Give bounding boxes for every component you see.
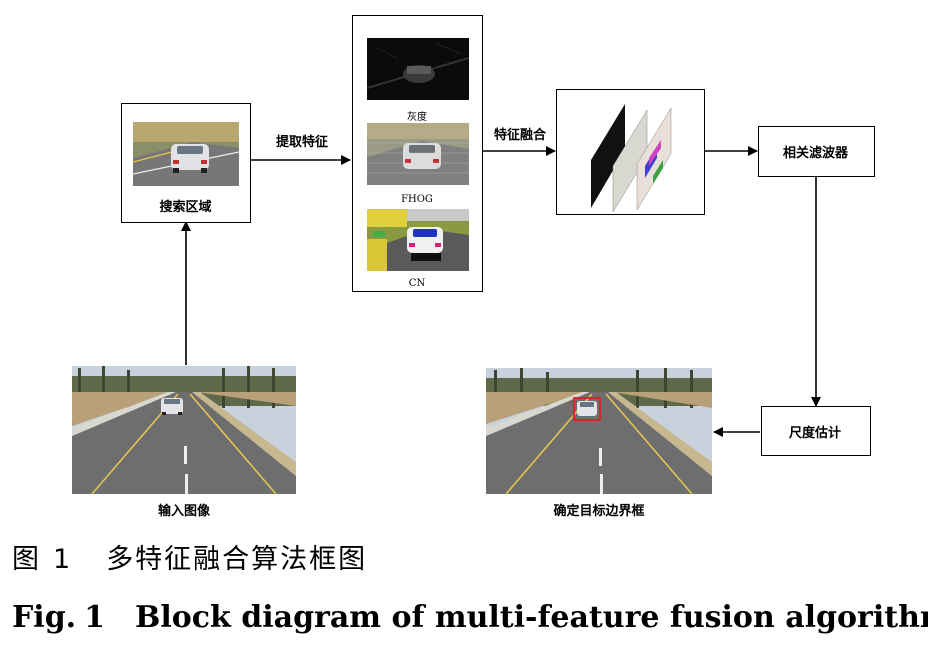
edge-label-extract-features: 提取特征 [275,135,328,150]
correlation-filter-box: 相关滤波器 [758,126,875,177]
search-region-image [133,122,239,186]
edge-label-feature-fusion: 特征融合 [493,128,546,143]
caption-en-number: 1 [84,600,105,635]
correlation-filter-label: 相关滤波器 [782,146,848,161]
caption-en-prefix: Fig. [12,600,77,635]
search-region-label: 搜索区域 [159,200,212,215]
feature-fusion-box [556,89,705,215]
caption-cn-title: 多特征融合算法框图 [106,544,368,575]
feature-channels-box: 灰度 FHOG [352,15,483,292]
scale-estimation-label: 尺度估计 [788,426,841,441]
output-image [486,368,712,494]
target-bounding-box [573,397,601,421]
scale-estimation-box: 尺度估计 [761,406,871,456]
gray-channel-label: 灰度 [407,112,427,123]
caption-cn-number: 1 [53,544,73,575]
caption-en-title: Block diagram of multi-feature fusion al… [135,600,928,635]
input-image-label: 输入图像 [157,504,210,519]
search-region-box: 搜索区域 [121,103,251,223]
gray-channel-image [367,38,469,100]
fused-feature-stack [591,104,672,213]
caption-cn-prefix: 图 [12,544,41,575]
caption-english: Fig.1 Block diagram of multi-feature fusi… [12,600,928,635]
fhog-channel-label: FHOG [401,194,433,205]
cn-channel-label: CN [408,278,426,289]
output-image-label: 确定目标边界框 [553,504,645,519]
cn-channel-image [367,209,469,271]
input-image [72,366,296,494]
fhog-channel-image [367,123,469,185]
